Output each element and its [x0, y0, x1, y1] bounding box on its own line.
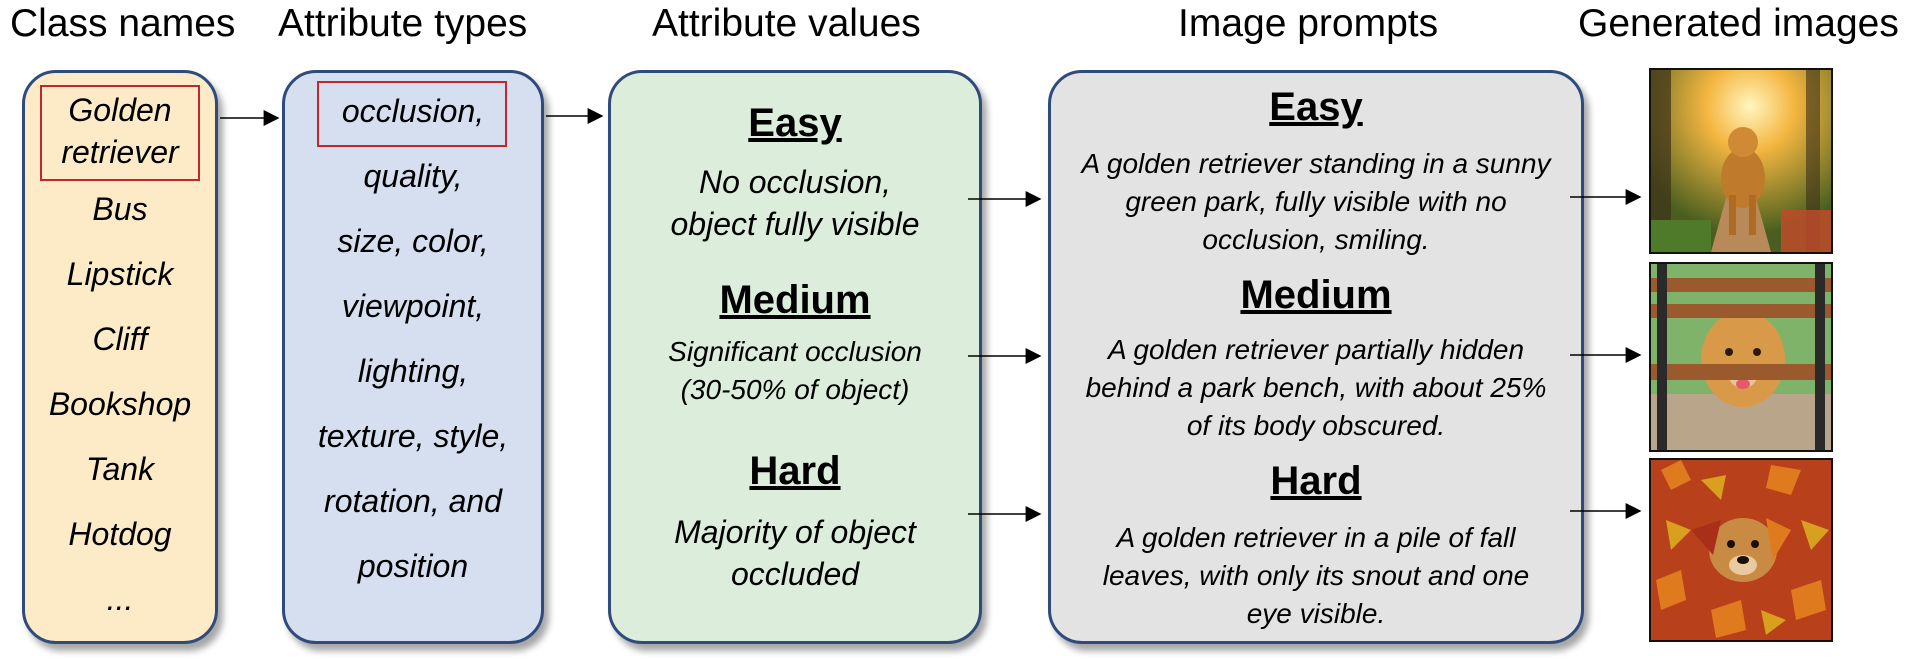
attribute-types-title: Attribute types: [278, 2, 528, 45]
image-prompts-title: Image prompts: [1178, 2, 1439, 45]
attribute-occlusion: occlusion,: [341, 93, 485, 129]
prompt-easy-heading: Easy: [1269, 85, 1363, 129]
class-item: Bus: [92, 191, 148, 227]
image-prompts-box: Easy A golden retriever standing in a su…: [1048, 70, 1584, 644]
attribute-values-title: Attribute values: [652, 2, 921, 45]
class-item: Bookshop: [48, 386, 192, 422]
class-item: Lipstick: [66, 256, 174, 292]
prompt-medium-line1: A golden retriever partially hidden: [1107, 334, 1525, 365]
value-medium-line1: Significant occlusion: [668, 336, 922, 367]
prompt-hard-line2: leaves, with only its snout and one: [1102, 560, 1530, 591]
class-golden-line1: Golden: [68, 92, 172, 128]
attribute-item: size, color,: [337, 223, 489, 259]
class-names-title: Class names: [10, 2, 236, 45]
prompt-hard-line3: eye visible.: [1246, 598, 1386, 629]
prompt-easy-line3: occlusion, smiling.: [1202, 224, 1430, 255]
attribute-values-box: Easy No occlusion, object fully visible …: [608, 70, 982, 644]
prompt-easy-line2: green park, fully visible with no: [1125, 186, 1507, 217]
attribute-item: lighting,: [357, 353, 469, 389]
selected-class-highlight: [40, 85, 200, 181]
value-easy-line1: No occlusion,: [698, 164, 892, 200]
value-medium-heading: Medium: [719, 278, 871, 322]
class-item: Tank: [85, 451, 155, 487]
value-hard-line2: occluded: [730, 556, 860, 592]
class-names-box: Golden retriever Bus Lipstick Cliff Book…: [22, 70, 218, 644]
prompt-medium-heading: Medium: [1240, 273, 1392, 317]
prompt-hard-heading: Hard: [1270, 459, 1362, 503]
attribute-item: position: [357, 548, 469, 584]
attribute-types-box: occlusion, quality, size, color, viewpoi…: [282, 70, 544, 644]
prompt-medium-line2: behind a park bench, with about 25%: [1085, 372, 1547, 403]
value-hard-heading: Hard: [749, 449, 841, 493]
generated-image-easy: [1649, 68, 1833, 254]
class-golden-line2: retriever: [61, 134, 179, 170]
attribute-item: quality,: [363, 158, 463, 194]
generated-image-medium: [1649, 262, 1833, 452]
generated-images-title: Generated images: [1578, 2, 1899, 45]
prompt-hard-line1: A golden retriever in a pile of fall: [1116, 522, 1516, 553]
value-easy-heading: Easy: [748, 101, 842, 145]
class-item: Hotdog: [68, 516, 172, 552]
attribute-item: rotation, and: [324, 483, 502, 519]
prompt-easy-line1: A golden retriever standing in a sunny: [1081, 148, 1551, 179]
class-item-ellipsis: ...: [106, 581, 134, 617]
attribute-item: texture, style,: [317, 418, 509, 454]
value-hard-line1: Majority of object: [674, 514, 916, 550]
value-easy-line2: object fully visible: [670, 206, 920, 242]
attribute-item: viewpoint,: [341, 288, 485, 324]
selected-attribute-highlight: [317, 81, 507, 147]
value-medium-line2: (30-50% of object): [680, 374, 910, 405]
prompt-medium-line3: of its body obscured.: [1186, 410, 1446, 441]
generated-image-hard: [1649, 458, 1833, 642]
class-item: Cliff: [92, 321, 148, 357]
